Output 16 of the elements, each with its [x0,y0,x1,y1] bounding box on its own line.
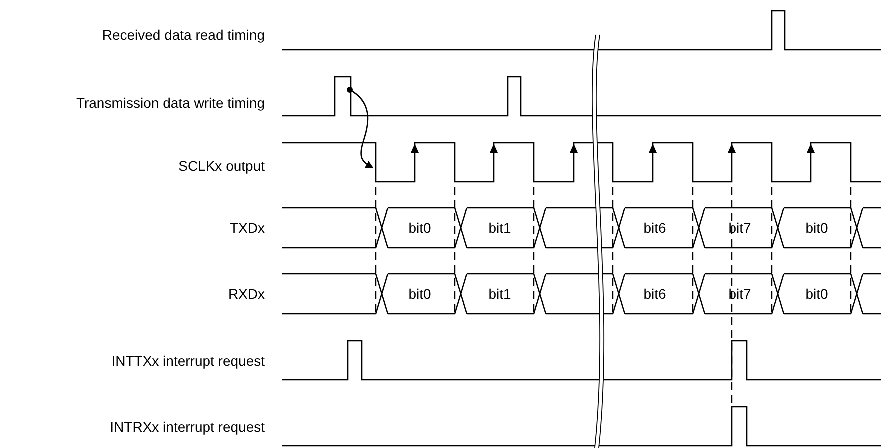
signal-name: Transmission data write timing [76,95,265,111]
bit-label: bit6 [644,220,666,236]
signal-name: INTRXx interrupt request [110,419,265,435]
signal-name: Received data read timing [102,27,265,43]
signal-name: RXDx [228,286,265,302]
bit-label: bit1 [488,220,512,236]
signal-name: SCLKx output [178,158,265,174]
bit-label: bit6 [644,286,666,302]
bit-label: bit0 [408,220,432,236]
bit-label: bit0 [408,286,432,302]
bit-label: bit0 [806,286,828,302]
bit-label: bit0 [806,220,828,236]
bit-label: bit7 [728,220,752,236]
bit-label: bit1 [488,286,512,302]
signal-name: TXDx [230,220,265,236]
signal-name: INTTXx interrupt request [112,353,265,369]
